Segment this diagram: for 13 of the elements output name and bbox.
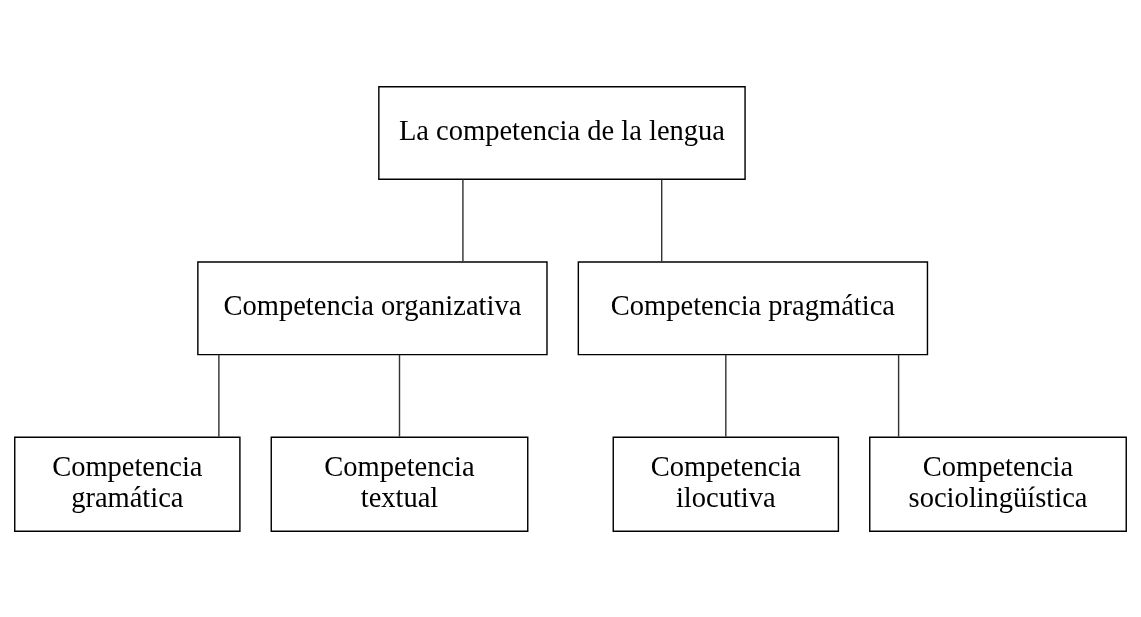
node-box: La competencia de la lengua — [378, 85, 746, 180]
connector — [218, 353, 220, 437]
node-box: Competencia sociolingüística — [869, 436, 1127, 532]
connector — [725, 353, 727, 437]
connector — [897, 353, 900, 437]
node-box: Competencia gramática — [14, 436, 241, 532]
node-box: Competencia ilocutiva — [612, 436, 840, 532]
node-box: Competencia organizativa — [197, 260, 548, 355]
node-box: Competencia pragmática — [577, 260, 929, 355]
node-box: Competencia textual — [270, 436, 529, 532]
connector — [661, 178, 663, 262]
connector — [462, 178, 464, 262]
connector — [398, 353, 401, 437]
